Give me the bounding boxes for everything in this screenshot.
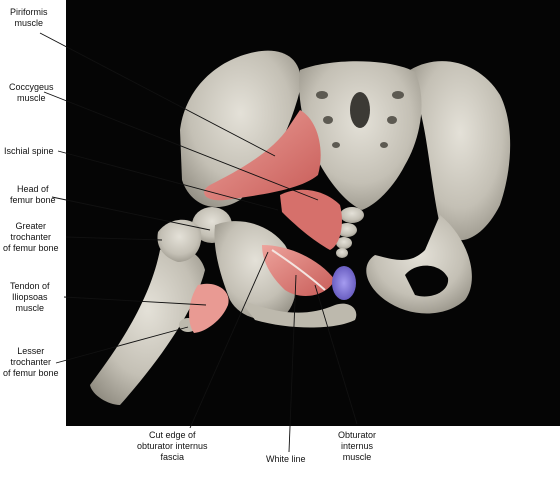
label-head-of-femur: Head of femur bone	[10, 184, 56, 205]
leader-piriformis	[39, 32, 276, 157]
sacrum-bone	[299, 61, 422, 210]
left-ischium-bone	[214, 221, 297, 320]
leader-ischial-spine	[57, 150, 279, 211]
leader-greater-trochanter	[65, 236, 163, 241]
leader-coccygeus	[43, 91, 319, 201]
obturator-foramen-right	[405, 265, 449, 297]
left-ilium-bone	[180, 50, 301, 208]
label-greater-trochanter: Greater trochanter of femur bone	[3, 221, 59, 253]
leader-white-line	[288, 274, 297, 453]
label-ischial-spine: Ischial spine	[4, 146, 54, 156]
leader-iliopsoas	[63, 296, 207, 306]
label-lesser-trochanter: Lesser trochanter of femur bone	[3, 346, 59, 378]
leader-lesser-trochanter	[55, 326, 189, 364]
obturator-internus-muscle	[332, 266, 356, 300]
greater-trochanter-bone	[157, 219, 202, 262]
sacral-foramina	[316, 91, 404, 148]
label-coccygeus: Coccygeus muscle	[9, 82, 54, 103]
label-white-line: White line	[266, 454, 306, 464]
iliopsoas-tendon	[189, 283, 229, 333]
label-obturator-internus: Obturator internus muscle	[338, 430, 377, 462]
coccyx-bone	[336, 207, 364, 258]
label-cut-edge-obturator-fascia: Cut edge of obturator internus fascia	[137, 430, 208, 462]
leader-head-femur	[51, 196, 211, 231]
piriformis-muscle	[204, 110, 321, 201]
label-piriformis: Piriformis muscle	[10, 7, 48, 28]
right-ilium-bone	[410, 61, 511, 241]
leader-obturator	[314, 284, 358, 425]
pubic-symphysis-region	[240, 300, 357, 328]
leader-lines	[39, 32, 358, 453]
coccygeus-muscle	[280, 189, 342, 250]
white-line-arch	[271, 249, 326, 291]
right-ischiopubic-ramus	[366, 215, 472, 314]
label-tendon-iliopsoas: Tendon of Iliopsoas muscle	[10, 281, 50, 313]
leader-cut-edge	[189, 251, 269, 429]
femur-shaft	[90, 246, 205, 405]
